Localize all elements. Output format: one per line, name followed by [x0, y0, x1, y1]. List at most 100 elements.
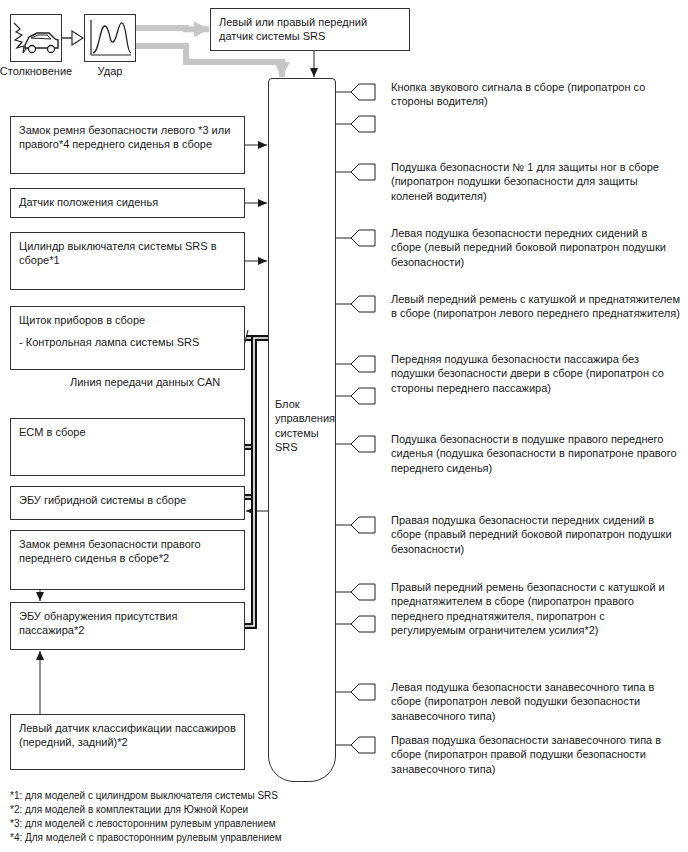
- squib-connector: [345, 116, 375, 132]
- connector: [336, 304, 345, 305]
- ecu-box: ЭБУ обнаружения присутствия пассажира*2: [10, 602, 245, 650]
- car-window: [31, 35, 51, 39]
- can-bus-line: [245, 338, 268, 626]
- squib-item: Левый передний ремень с катушкой и предн…: [345, 292, 680, 322]
- footnote: *1: для моделей с цилиндром выключателя …: [10, 790, 278, 801]
- impact-curve: [85, 15, 135, 61]
- box-label: Щиток приборов в сборе: [19, 313, 236, 327]
- sensor-box: Левый или правый передний датчик системы…: [210, 8, 410, 51]
- squib-item: Кнопка звукового сигнала в сборе (пиропа…: [345, 80, 680, 138]
- connector: [245, 261, 267, 262]
- squib-item: Левая подушка безопасности передних сиде…: [345, 226, 680, 269]
- input-box: Датчик положения сиденья: [10, 188, 245, 218]
- squib-label: Подушка безопасности № 1 для защиты ног …: [391, 160, 680, 203]
- connector: [62, 37, 83, 39]
- connector: [336, 172, 345, 173]
- connector: [336, 525, 345, 526]
- squib-connector: [345, 584, 375, 600]
- squib-label: Подушка безопасности в подушке правого п…: [391, 432, 680, 475]
- connector: [40, 590, 41, 601]
- squib-symbols: [345, 352, 377, 412]
- squib-label: Кнопка звукового сигнала в сборе (пиропа…: [391, 80, 680, 109]
- box-label: Цилиндр выключателя системы SRS в сборе*…: [19, 239, 236, 268]
- squib-connector: [345, 616, 375, 632]
- connector: [336, 364, 345, 365]
- squib-label: Левый передний ремень с катушкой и предн…: [391, 292, 680, 321]
- box-label: ЭБУ обнаружения присутствия пассажира*2: [19, 609, 236, 638]
- squib-label: Передняя подушка безопасности пассажира …: [391, 352, 680, 395]
- connector: [314, 51, 315, 77]
- squib-label: Правый передний ремень безопасности с ка…: [391, 580, 680, 637]
- connector: [136, 28, 209, 29]
- input-box: Замок ремня безопасности левого *3 или п…: [10, 116, 245, 174]
- squib-symbols: [345, 226, 377, 286]
- squib-symbols: [345, 292, 377, 352]
- connector: [40, 651, 41, 714]
- squib-label: Левая подушка безопасности занавесочного…: [391, 680, 680, 723]
- squib-symbols: [345, 580, 377, 640]
- squib-connector: [345, 164, 375, 180]
- connector: [245, 203, 267, 204]
- squib-symbols: [345, 680, 377, 740]
- graph-curve: [93, 23, 131, 53]
- squib-connector: [345, 517, 375, 533]
- box-sublabel: - Контрольная лампа системы SRS: [19, 335, 236, 349]
- connector: [336, 92, 345, 93]
- collision-icon: Столкновение: [10, 14, 62, 62]
- squib-symbols: [345, 432, 377, 492]
- connector: [336, 592, 345, 593]
- squib-connector: [345, 230, 375, 246]
- box-label: Замок ремня безопасности левого *3 или п…: [19, 123, 236, 152]
- squib-item: Правая подушка безопасности занавесочног…: [345, 733, 680, 776]
- box-label: ECM в сборе: [19, 425, 236, 439]
- impact-graph: Удар: [84, 14, 136, 62]
- connector: [336, 692, 345, 693]
- squib-item: Правая подушка безопасности передних сид…: [345, 513, 680, 556]
- squib-connector: [345, 737, 375, 753]
- footnote: *3: для моделей с левосторонним рулевым …: [10, 818, 276, 829]
- squib-connector: [345, 684, 375, 700]
- squib-wire: [336, 124, 345, 125]
- squib-item: Правый передний ремень безопасности с ка…: [345, 580, 680, 638]
- car-crash-icon: [11, 15, 61, 61]
- squib-symbols: [345, 80, 377, 140]
- ecu-box: ECM в сборе: [10, 418, 245, 476]
- squib-symbols: [345, 513, 377, 573]
- box-label: Левый или правый передний датчик системы…: [219, 15, 401, 44]
- input-box: Цилиндр выключателя системы SRS в сборе*…: [10, 232, 245, 290]
- graph-axes: [91, 20, 131, 55]
- box-label: Блок управления системы SRS: [275, 397, 331, 454]
- squib-item: Подушка безопасности в подушке правого п…: [345, 432, 680, 475]
- box-label: ЭБУ гибридной системы в сборе: [19, 493, 236, 507]
- box-label: Левый датчик классификации пассажиров (п…: [19, 721, 236, 750]
- connector: [245, 145, 267, 146]
- squib-wire: [336, 624, 345, 625]
- box-label: Замок ремня безопасности правого передне…: [19, 537, 236, 566]
- squib-connector: [345, 84, 375, 100]
- connector: [336, 238, 345, 239]
- footnote: *4: Для моделей с правосторонним рулевым…: [10, 832, 282, 843]
- footnote: *2: для моделей в комплектации для Южной…: [10, 804, 248, 815]
- bus-label: Линия передачи данных CAN: [70, 376, 220, 388]
- connector: [336, 444, 345, 445]
- squib-connector: [345, 296, 375, 312]
- input-box: Щиток приборов в сборе - Контрольная ламп…: [10, 306, 245, 370]
- squib-connector: [345, 356, 375, 372]
- squib-item: Левая подушка безопасности занавесочного…: [345, 680, 680, 723]
- sensor-box: Левый датчик классификации пассажиров (п…: [10, 714, 245, 770]
- icon-caption: Столкновение: [0, 65, 72, 77]
- control-unit: Блок управления системы SRS: [268, 78, 336, 782]
- squib-wire: [336, 396, 345, 397]
- squib-label: Правая подушка безопасности занавесочног…: [391, 733, 680, 776]
- squib-label: Левая подушка безопасности передних сиде…: [391, 226, 680, 269]
- car-wheel: [29, 46, 36, 53]
- icon-caption: Удар: [98, 65, 123, 77]
- input-box: Замок ремня безопасности правого передне…: [10, 530, 245, 590]
- connector: [136, 46, 282, 77]
- box-label: Датчик положения сиденья: [19, 195, 236, 209]
- car-wheel: [48, 46, 55, 53]
- squib-symbols: [345, 733, 377, 793]
- squib-item: Передняя подушка безопасности пассажира …: [345, 352, 680, 410]
- squib-symbols: [345, 160, 377, 220]
- ecu-box: ЭБУ гибридной системы в сборе: [10, 486, 245, 520]
